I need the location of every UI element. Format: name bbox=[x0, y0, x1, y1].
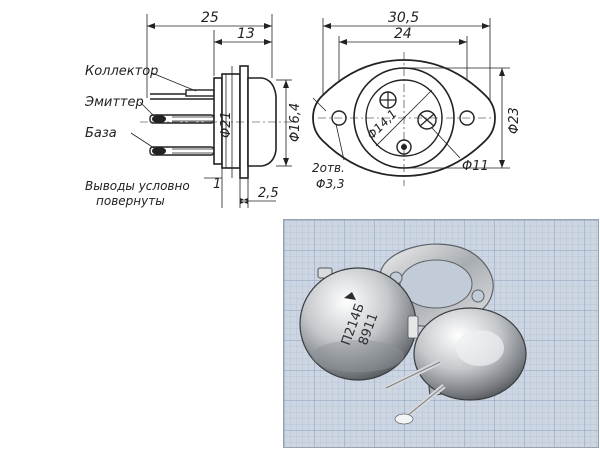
dim-body-length: 13 bbox=[237, 26, 255, 42]
label-note-line2: повернуты bbox=[96, 194, 165, 208]
dim-hole-spacing: 24 bbox=[394, 26, 412, 42]
transistor-front: П214Б 8911 bbox=[299, 267, 417, 381]
dim-holes-line2: Φ3,3 bbox=[316, 177, 345, 191]
manufacturer-logo-icon bbox=[344, 292, 356, 300]
label-emitter: Эмиттер bbox=[84, 95, 144, 110]
side-view bbox=[130, 14, 292, 208]
dim-flange-width: 30,5 bbox=[388, 10, 419, 26]
dim-overall-length: 25 bbox=[201, 10, 219, 26]
dim-diameter-23: Φ23 bbox=[507, 107, 522, 134]
dim-diameter-11: Φ11 bbox=[462, 159, 489, 174]
label-base: База bbox=[85, 126, 117, 141]
component-photo: П214Б 8911 bbox=[283, 219, 599, 448]
label-note-line1: Выводы условно bbox=[85, 179, 190, 193]
leads bbox=[149, 93, 215, 156]
end-view bbox=[312, 18, 510, 186]
dim-base-height: 2,5 bbox=[258, 186, 279, 201]
dim-diameter-16-4: Φ16,4 bbox=[288, 103, 303, 142]
dim-flange-thickness: 1 bbox=[213, 177, 221, 192]
label-collector: Коллектор bbox=[85, 64, 158, 79]
dim-holes-line1: 2отв. bbox=[312, 161, 345, 175]
transistor-side bbox=[384, 307, 527, 425]
dim-diameter-21: Φ21 bbox=[219, 111, 234, 138]
